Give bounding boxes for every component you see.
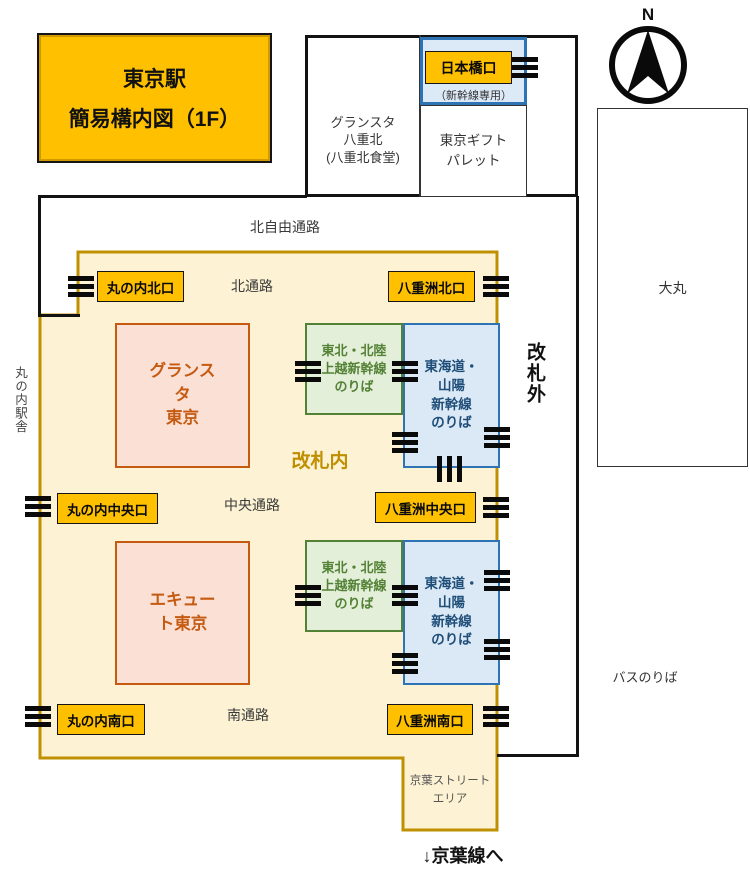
outside-gates-label: 改札外 (524, 342, 545, 405)
ticket-gate-icon (484, 639, 510, 660)
inside-gates-label: 改札内 (291, 450, 349, 472)
central-passage-label: 中央通路 (224, 497, 280, 513)
ticket-gate-icon (392, 361, 418, 382)
ticket-gate-icon (483, 497, 509, 518)
ticket-gate-icon (392, 432, 418, 453)
tokaido-sanyo-shinkansen-area-north: 東海道・ 山陽 新幹線 のりば (403, 323, 500, 468)
ticket-gate-icon (512, 57, 538, 78)
boundary-bottom-right-line (497, 754, 579, 757)
nihonbashi-exit-label: 日本橋口 (425, 51, 512, 84)
ticket-gate-icon (483, 276, 509, 297)
ecute-tokyo-area: エキュー ト東京 (115, 541, 250, 685)
tohoku-joetsu-shinkansen-area-north: 東北・北陸 上越新幹線 のりば (305, 323, 403, 415)
keiyo-street-area-label: 京葉ストリート エリア (409, 774, 491, 805)
south-passage-label: 南通路 (227, 707, 269, 723)
map-title-box: 東京駅 簡易構内図（1F） (37, 33, 272, 163)
marunouchi-central-exit-label: 丸の内中央口 (57, 493, 158, 524)
ticket-gate-icon (392, 585, 418, 606)
ticket-gate-icon (483, 706, 509, 727)
ticket-gate-icon (25, 496, 51, 517)
boundary-step-line (38, 314, 80, 317)
ticket-gate-icon (484, 570, 510, 591)
boundary-right-line (576, 196, 579, 757)
north-passage-label: 北通路 (231, 278, 273, 294)
boundary-left-line (38, 195, 41, 317)
ticket-gate-icon (68, 276, 94, 297)
compass-north-label: N (641, 5, 655, 24)
marunouchi-station-building-label: 丸の内駅舎 (13, 366, 27, 434)
north-free-passage-label: 北自由通路 (250, 219, 320, 235)
yaesu-central-exit-label: 八重洲中央口 (375, 492, 476, 523)
map-title-line2: 簡易構内図（1F） (68, 108, 241, 131)
tokaido-sanyo-shinkansen-area-south: 東海道・ 山陽 新幹線 のりば (403, 540, 500, 685)
ticket-gate-icon (392, 653, 418, 674)
ticket-gate-icon (295, 585, 321, 606)
tokyo-gift-palette-area: 東京ギフト パレット (420, 105, 527, 197)
tohoku-joetsu-shinkansen-area-south: 東北・北陸 上越新幹線 のりば (305, 540, 403, 632)
daimaru-store-area: 大丸 (597, 108, 748, 467)
shinkansen-only-note: （新幹線専用） (435, 90, 512, 102)
marunouchi-north-exit-label: 丸の内北口 (97, 271, 184, 302)
ticket-gate-icon (437, 456, 462, 482)
gransta-yaekita-area: グランスタ 八重北 (八重北食堂) (326, 114, 400, 165)
ticket-gate-icon (295, 361, 321, 382)
to-keiyo-line-label: ↓京葉線へ (422, 846, 504, 866)
map-title-line1: 東京駅 (123, 68, 186, 91)
boundary-top-line (40, 195, 307, 198)
ticket-gate-icon (484, 427, 510, 448)
yaesu-south-exit-label: 八重洲南口 (387, 704, 473, 735)
bus-stop-label: バスのりば (612, 669, 678, 685)
yaesu-north-exit-label: 八重洲北口 (388, 271, 475, 302)
marunouchi-south-exit-label: 丸の内南口 (57, 704, 145, 735)
gransta-tokyo-area: グランス タ 東京 (115, 323, 250, 468)
compass-icon (609, 26, 687, 104)
ticket-gate-icon (25, 706, 51, 727)
